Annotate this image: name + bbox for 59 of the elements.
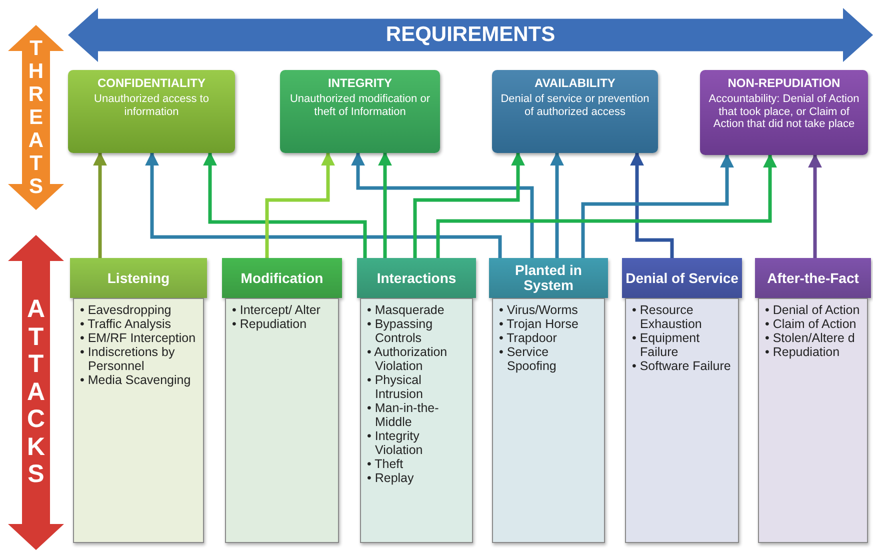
card-text: Unauthorized access to information bbox=[93, 93, 210, 118]
column-header: Modification bbox=[222, 258, 342, 298]
connector-arrow bbox=[265, 152, 335, 258]
connector-arrow bbox=[145, 152, 502, 258]
list-item: • Repudiation bbox=[232, 317, 308, 331]
column-header: After-the-Fact bbox=[755, 258, 871, 298]
connector-arrow bbox=[808, 154, 822, 258]
column-header: Denial of Service bbox=[622, 258, 742, 298]
list-item: • Virus/Worms bbox=[499, 303, 579, 317]
list-item: • Software Failure bbox=[632, 359, 732, 373]
connector-arrow bbox=[581, 154, 734, 258]
card-heading: INTEGRITY bbox=[326, 76, 393, 90]
list-item: • Denial of Action bbox=[765, 303, 861, 317]
threat-card bbox=[492, 70, 658, 153]
list-item: • Repudiation bbox=[765, 345, 841, 359]
list-item: • Physical Intrusion bbox=[367, 373, 424, 401]
list-item: • Man-in-the-Middle bbox=[367, 401, 440, 429]
column-header: Interactions bbox=[357, 258, 476, 298]
list-item: • Theft bbox=[367, 457, 404, 471]
column-header: Planted in System bbox=[489, 258, 608, 298]
list-item: • Trojan Horse bbox=[499, 317, 580, 331]
connector-arrow bbox=[630, 152, 674, 258]
list-item: • Resource Exhaustion bbox=[632, 303, 703, 331]
arrow-label: ATTACKS bbox=[26, 296, 46, 489]
connector-arrow bbox=[378, 152, 392, 258]
list-item: • Traffic Analysis bbox=[80, 317, 172, 331]
threat-card bbox=[700, 70, 868, 155]
connector-arrow bbox=[203, 152, 367, 258]
arrow-label: THREATS bbox=[27, 36, 45, 198]
connector-arrow bbox=[436, 154, 777, 258]
column-header: Listening bbox=[70, 258, 207, 298]
list-item: • Bypassing Controls bbox=[367, 317, 434, 345]
connector-arrow bbox=[413, 152, 525, 258]
list-item: • Claim of Action bbox=[765, 317, 858, 331]
arrow-label: REQUIREMENTS bbox=[384, 23, 556, 47]
card-text: Unauthorized modification or theft of Information bbox=[288, 93, 432, 118]
card-heading: NON-REPUDIATION bbox=[726, 76, 842, 90]
list-item: • Equipment Failure bbox=[632, 331, 701, 359]
threat-card bbox=[280, 70, 440, 153]
list-item: • Integrity Violation bbox=[367, 429, 424, 457]
list-item: • Media Scavenging bbox=[80, 373, 192, 387]
list-item: • Eavesdropping bbox=[80, 303, 172, 317]
list-item: • Intercept/ Alter bbox=[232, 303, 322, 317]
list-item: • Authorization Violation bbox=[367, 345, 448, 373]
connector-arrow bbox=[93, 152, 107, 258]
card-text: Denial of service or prevention of authorized access bbox=[500, 93, 650, 118]
connector-arrow bbox=[550, 152, 564, 258]
list-item: • Masquerade bbox=[367, 303, 446, 317]
list-item: • Indiscretions by Personnel bbox=[80, 345, 176, 373]
card-heading: CONFIDENTIALITY bbox=[96, 76, 206, 90]
list-item: • Service Spoofing bbox=[499, 345, 558, 373]
card-heading: AVAILABILITY bbox=[534, 76, 616, 90]
list-item: • EM/RF Interception bbox=[80, 331, 197, 345]
card-text: Accountability: Denial of Action that took place, or Claim of Action that did not take place bbox=[708, 93, 860, 131]
threat-card bbox=[68, 70, 235, 153]
list-item: • Replay bbox=[367, 471, 415, 485]
list-item: • Stolen/Altere d bbox=[765, 331, 856, 345]
connector-arrow bbox=[351, 152, 534, 258]
list-item: • Trapdoor bbox=[499, 331, 558, 345]
